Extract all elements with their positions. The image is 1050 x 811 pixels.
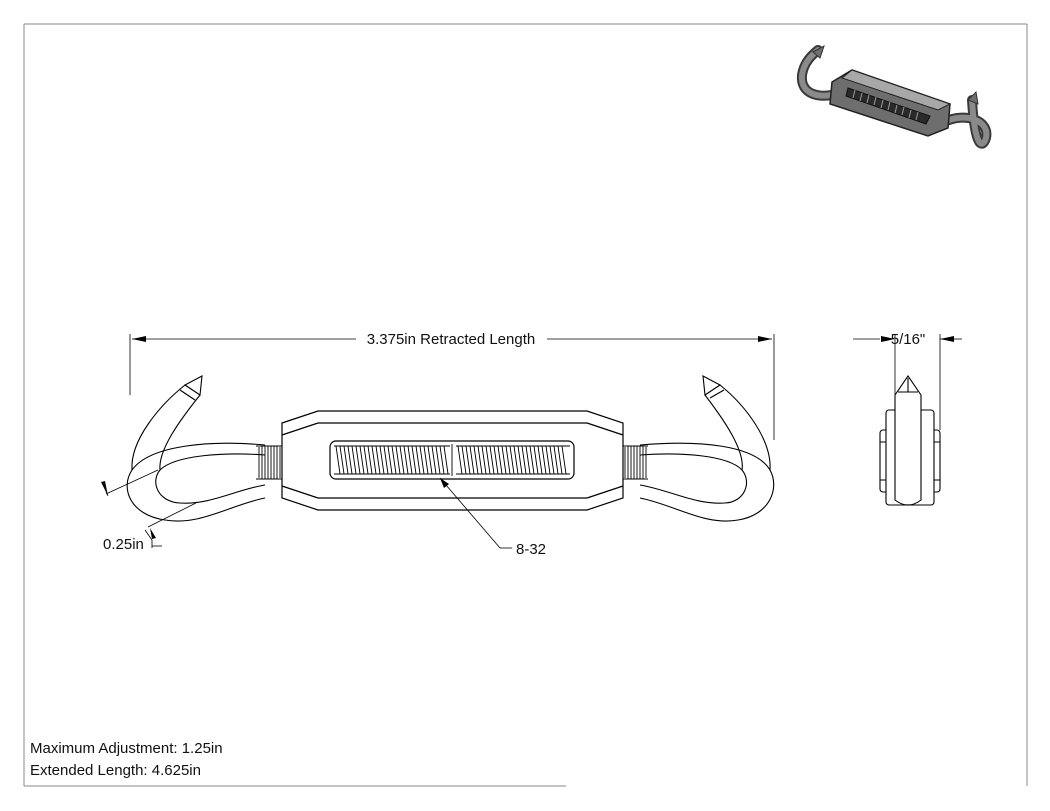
left-hook (126, 375, 282, 522)
extended-length-note: Extended Length: 4.625in (30, 762, 201, 779)
wire-diameter-dimension (101, 469, 197, 548)
retracted-length-dimension (129, 334, 775, 440)
side-view (853, 334, 962, 506)
thread-callout-label: 8-32 (516, 541, 546, 558)
wire-diameter-label: 0.25in (103, 536, 144, 553)
side-width-label: 5/16" (891, 331, 926, 348)
thread-callout-leader (439, 477, 512, 549)
right-hook (622, 375, 775, 522)
side-width-dimension (853, 334, 962, 430)
retracted-length-label: 3.375in Retracted Length (367, 331, 535, 348)
turnbuckle-body (281, 410, 624, 511)
front-view (101, 334, 775, 549)
max-adjustment-note: Maximum Adjustment: 1.25in (30, 740, 223, 757)
sheet-border (23, 23, 1028, 787)
isometric-render (796, 44, 992, 149)
thread-window (334, 444, 570, 476)
